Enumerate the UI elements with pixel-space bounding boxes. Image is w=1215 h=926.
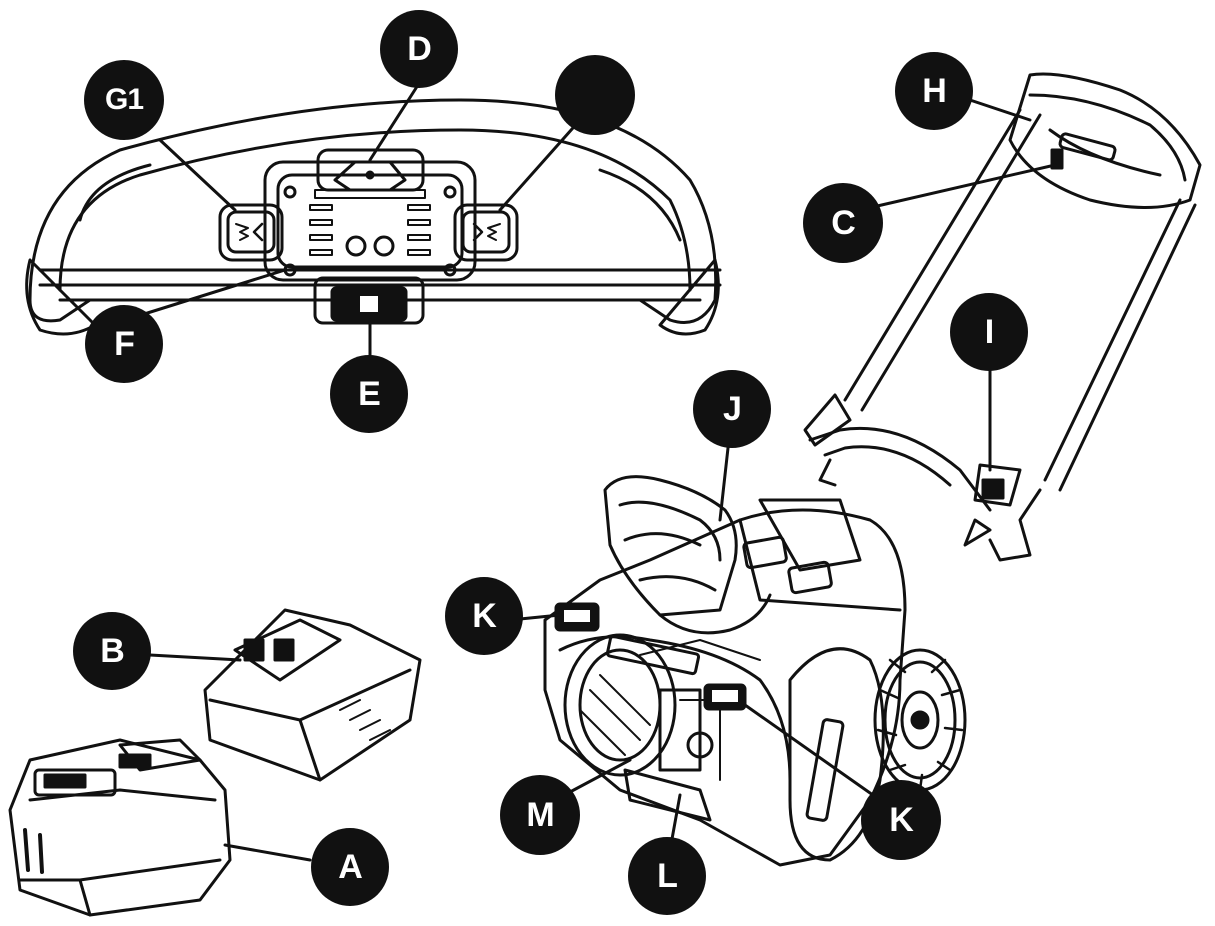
callout-i: I (950, 293, 1028, 371)
callout-f: F (85, 305, 163, 383)
handle-illustration (803, 72, 1202, 562)
callout-b: B (73, 612, 151, 690)
callout-c: C (803, 183, 883, 263)
callout-k-top: K (445, 577, 523, 655)
battery-illustration (8, 738, 312, 917)
control-panel-illustration (25, 83, 722, 357)
callout-j: J (693, 370, 771, 448)
callout-m: M (500, 775, 580, 855)
callout-g2 (555, 55, 635, 135)
snowblower-illustration (508, 428, 967, 867)
callout-l: L (628, 837, 706, 915)
callout-h: H (895, 52, 973, 130)
charger-illustration (148, 608, 422, 782)
callout-d: D (380, 10, 458, 88)
callout-g1: G1 (84, 60, 164, 140)
callout-k-bottom: K (861, 780, 941, 860)
callout-a: A (311, 828, 389, 906)
callout-e: E (330, 355, 408, 433)
